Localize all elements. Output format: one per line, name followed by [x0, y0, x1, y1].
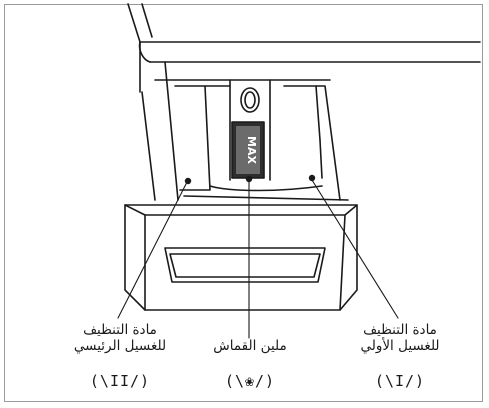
machine-front-edge	[139, 41, 179, 201]
softener-symbol: (\❀/)	[224, 372, 276, 390]
prewash-symbol: (\I/)	[374, 372, 426, 390]
prewash-dot	[308, 174, 316, 182]
softener-siphon	[240, 87, 260, 113]
main-wash-symbol: (\II/)	[89, 372, 151, 390]
main-wash-label-line1: مادة التنظيف	[83, 322, 157, 338]
machine-top-panel	[127, 3, 481, 63]
drawer-compartments	[154, 79, 349, 201]
softener-label: ملين القماش	[213, 338, 287, 354]
main-wash-dot	[184, 177, 192, 185]
diagram-frame	[4, 4, 483, 402]
main-wash-label-line2: للغسيل الرئيسي	[73, 338, 167, 354]
softener-dot	[245, 175, 253, 183]
leader-lines	[117, 179, 399, 339]
max-level-marker	[231, 121, 265, 179]
max-text: MAX	[245, 136, 258, 164]
prewash-label-line2: للغسيل الأولي	[360, 338, 440, 354]
drawer-handle	[164, 247, 326, 283]
prewash-label-line1: مادة التنظيف	[363, 322, 437, 338]
